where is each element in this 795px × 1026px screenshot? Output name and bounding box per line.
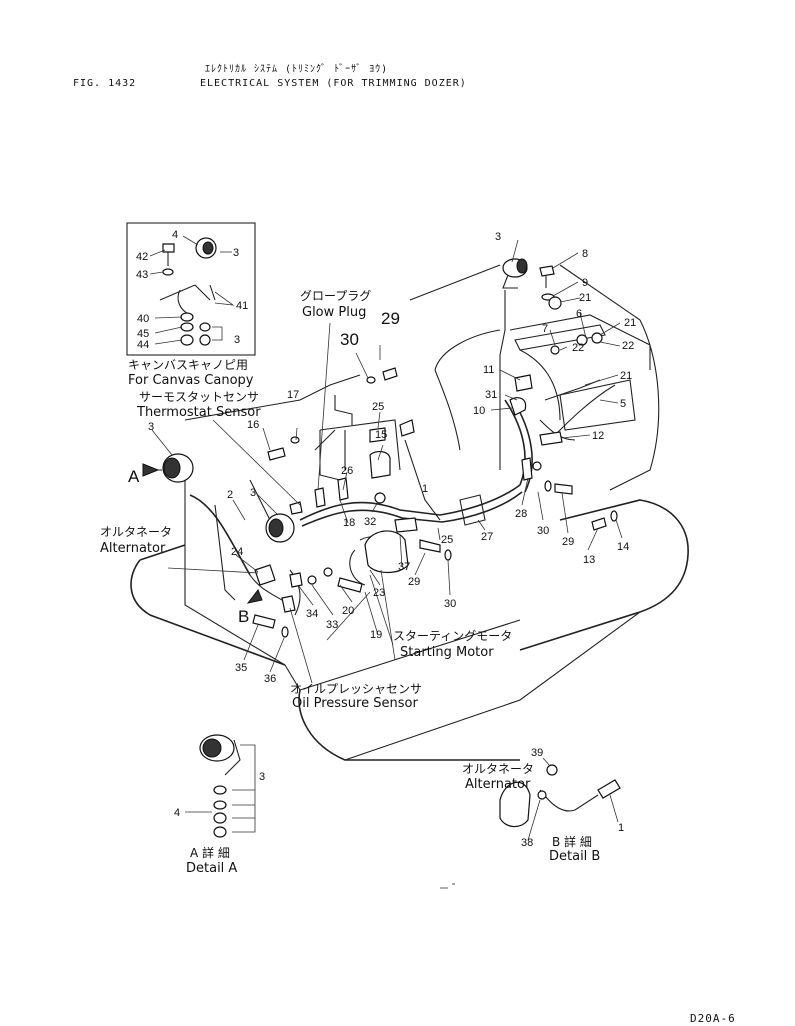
callout-38: 38	[521, 837, 533, 849]
callout-31: 31	[485, 389, 497, 401]
callout-11: 11	[483, 364, 494, 376]
callout-5: 5	[620, 398, 626, 410]
callout-21b: 21	[624, 317, 636, 329]
callout-4b: 4	[174, 807, 180, 819]
callout-29-large: 29	[381, 309, 400, 328]
callout-1: 1	[422, 483, 428, 495]
callout-1b: 1	[618, 822, 624, 834]
callout-29: 29	[562, 536, 574, 548]
callout-33: 33	[326, 619, 338, 631]
callout-39: 39	[531, 747, 543, 759]
thermostat-label: Thermostat Sensor	[136, 405, 261, 420]
callout-30: 30	[537, 525, 549, 537]
callout-29b: 29	[408, 576, 420, 588]
relay-icon	[369, 451, 391, 479]
callout-8: 8	[582, 248, 588, 260]
callout-42: 42	[136, 251, 148, 263]
callout-12: 12	[592, 430, 604, 442]
callout-3d: 3	[233, 247, 239, 259]
callout-44: 44	[137, 339, 149, 351]
detail-b-label: Detail B	[549, 849, 600, 864]
callout-27: 27	[481, 531, 493, 543]
callout-41: 41	[236, 300, 248, 312]
callout-13: 13	[583, 554, 595, 566]
oil-pressure-label: Oil Pressure Sensor	[292, 696, 418, 711]
callout-9: 9	[582, 277, 588, 289]
callout-3b: 3	[148, 421, 154, 433]
callout-21c: 21	[620, 370, 632, 382]
callout-21: 21	[579, 292, 591, 304]
components	[142, 258, 618, 638]
figure-number: FIG. 1432	[73, 78, 137, 89]
callout-43: 43	[136, 269, 148, 281]
callout-24: 24	[231, 546, 243, 558]
callout-2: 2	[227, 489, 233, 501]
detail-b	[499, 764, 621, 828]
leader-lines	[149, 235, 623, 841]
callout-3c: 3	[250, 487, 256, 499]
callout-3: 3	[495, 231, 501, 243]
alternator-icon	[254, 564, 276, 586]
machine-outline	[130, 264, 689, 761]
canopy-label: For Canvas Canopy	[128, 373, 254, 388]
starting-motor-icon	[364, 530, 409, 574]
starting-motor-label-jp: スターティングモータ	[393, 629, 512, 643]
callout-22b: 22	[572, 342, 584, 354]
callout-22: 22	[622, 340, 634, 352]
alternator-b-label-jp: オルタネータ	[462, 762, 534, 776]
starting-motor-label: Starting Motor	[400, 645, 494, 660]
view-arrow-a: A	[128, 467, 140, 486]
title-english: ELECTRICAL SYSTEM (FOR TRIMMING DOZER)	[200, 78, 467, 89]
callout-34: 34	[306, 608, 318, 620]
callout-15: 15	[375, 429, 387, 441]
title-japanese: ｴﾚｸﾄﾘｶﾙ ｼｽﾃﾑ (ﾄﾘﾐﾝｸﾞ ﾄﾞｰｻﾞ ﾖｳ)	[205, 64, 389, 75]
callout-30-large: 30	[340, 330, 359, 349]
glow-plug-label: Glow Plug	[302, 305, 366, 320]
thermostat-label-jp: サーモスタットセンサ	[139, 390, 259, 404]
callout-40: 40	[137, 313, 149, 325]
callout-3e: 3	[234, 334, 240, 346]
callout-23: 23	[373, 587, 385, 599]
alternator-label-jp: オルタネータ	[100, 525, 172, 539]
callout-6: 6	[576, 308, 582, 320]
part-labels: グロープラグ Glow Plug キャンバスキャノピ用 For Canvas C…	[100, 289, 600, 876]
callout-19: 19	[370, 629, 382, 641]
callout-10: 10	[473, 405, 485, 417]
view-arrow-b: B	[238, 607, 249, 626]
oil-pressure-label-jp: オイルプレッシャセンサ	[290, 682, 422, 696]
callout-36: 36	[264, 673, 276, 685]
callout-28: 28	[515, 508, 527, 520]
callout-18: 18	[343, 517, 355, 529]
detail-a	[199, 734, 256, 838]
callout-20: 20	[342, 605, 354, 617]
callout-32: 32	[364, 516, 376, 528]
alternator-b-label: Alternator	[465, 777, 531, 792]
oil-pressure-sensor-icon	[281, 595, 296, 613]
glow-plug-label-jp: グロープラグ	[300, 289, 371, 303]
canopy-label-jp: キャンバスキャノピ用	[128, 358, 248, 372]
callout-3f: 3	[259, 771, 265, 783]
detail-a-label-jp: A 詳 細	[190, 845, 230, 860]
callout-45: 45	[137, 328, 149, 340]
callout-25: 25	[441, 534, 453, 546]
callout-14: 14	[617, 541, 629, 553]
callout-30b: 30	[444, 598, 456, 610]
alternator-label: Alternator	[100, 541, 166, 556]
drawing-code: D20A-6	[690, 1012, 736, 1025]
callout-numbers: 3 8 9 21 6 7 21 22 22 21 5 12 11 31 10 1…	[136, 229, 636, 849]
detail-b-label-jp: B 詳 細	[552, 834, 592, 849]
bolt-icon	[539, 265, 555, 277]
callout-26: 26	[341, 465, 353, 477]
callout-37: 37	[398, 561, 410, 573]
detail-a-label: Detail A	[186, 861, 237, 876]
callout-4: 4	[172, 229, 178, 241]
callout-16: 16	[247, 419, 259, 431]
callout-7: 7	[542, 323, 548, 335]
callout-25b: 25	[372, 401, 384, 413]
callout-17: 17	[287, 389, 299, 401]
callout-35: 35	[235, 662, 247, 674]
